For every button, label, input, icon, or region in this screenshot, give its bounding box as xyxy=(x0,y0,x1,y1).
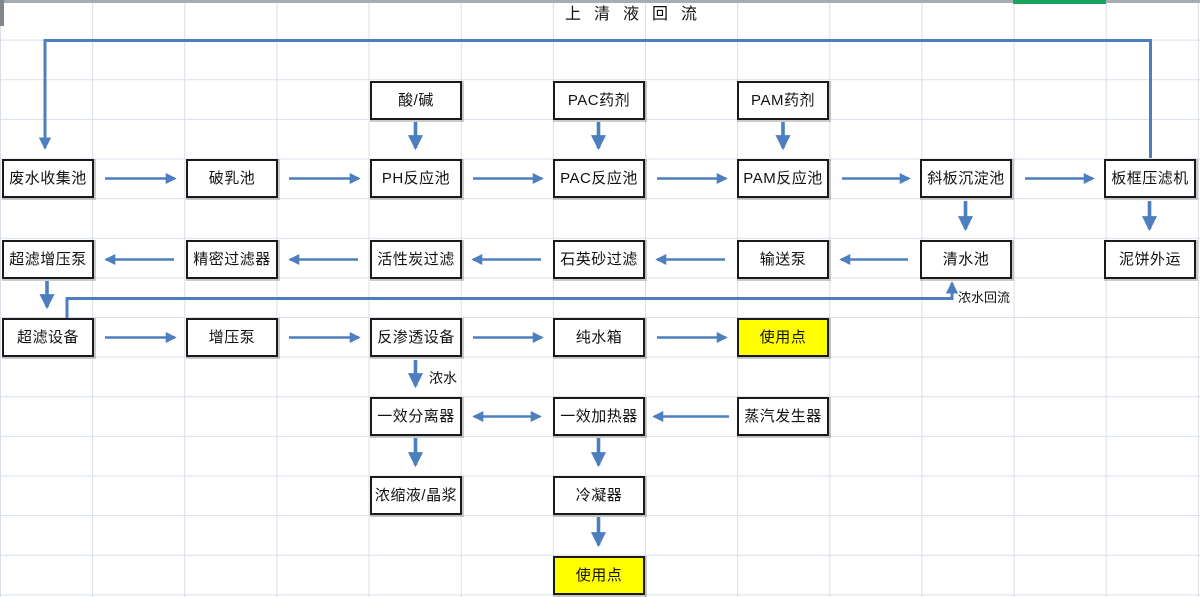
node-first-effect-separator[interactable]: 一效分离器 xyxy=(370,397,462,436)
edge-supernatant-reflux xyxy=(38,39,1152,158)
node-pam-reaction-tank[interactable]: PAM反应池 xyxy=(737,159,829,198)
node-sludge-cake-removal[interactable]: 泥饼外运 xyxy=(1104,240,1196,279)
node-quartz-sand-filter[interactable]: 石英砂过滤 xyxy=(553,240,645,279)
node-activated-carbon-filter[interactable]: 活性炭过滤 xyxy=(370,240,462,279)
node-precision-filter[interactable]: 精密过滤器 xyxy=(186,240,278,279)
node-ph-reaction-tank[interactable]: PH反应池 xyxy=(370,159,462,198)
node-pac-reaction-tank[interactable]: PAC反应池 xyxy=(553,159,645,198)
window-left-edge xyxy=(0,0,4,26)
edge-concentrate-reflux xyxy=(65,281,959,318)
supernatant-reflux-label: 上清液回流 xyxy=(565,6,711,23)
node-first-effect-heater[interactable]: 一效加热器 xyxy=(553,397,645,436)
node-pam-agent[interactable]: PAM药剂 xyxy=(737,81,829,120)
node-plate-frame-filter-press[interactable]: 板框压滤机 xyxy=(1104,159,1196,198)
node-use-point-2[interactable]: 使用点 xyxy=(553,556,645,595)
node-uf-equipment[interactable]: 超滤设备 xyxy=(2,318,94,357)
node-transfer-pump[interactable]: 输送泵 xyxy=(737,240,829,279)
node-pac-agent[interactable]: PAC药剂 xyxy=(553,81,645,120)
node-clear-water-tank[interactable]: 清水池 xyxy=(920,240,1012,279)
node-concentrate-crystal-slurry[interactable]: 浓缩液/晶浆 xyxy=(370,476,462,515)
node-steam-generator[interactable]: 蒸汽发生器 xyxy=(737,397,829,436)
node-booster-pump[interactable]: 增压泵 xyxy=(186,318,278,357)
node-use-point-1[interactable]: 使用点 xyxy=(737,318,829,357)
node-uf-booster-pump[interactable]: 超滤增压泵 xyxy=(2,240,94,279)
node-ro-equipment[interactable]: 反渗透设备 xyxy=(370,318,462,357)
window-top-edge xyxy=(0,0,1200,3)
concentrate-label: 浓水 xyxy=(429,370,457,386)
selected-column-indicator xyxy=(1013,0,1106,4)
node-acid-alkali[interactable]: 酸/碱 xyxy=(370,81,462,120)
node-pure-water-tank[interactable]: 纯水箱 xyxy=(553,318,645,357)
node-wastewater-collection-tank[interactable]: 废水收集池 xyxy=(2,159,94,198)
node-inclined-plate-settler[interactable]: 斜板沉淀池 xyxy=(920,159,1012,198)
concentrate-reflux-label: 浓水回流 xyxy=(958,290,1011,305)
node-demulsification-tank[interactable]: 破乳池 xyxy=(186,159,278,198)
node-condenser[interactable]: 冷凝器 xyxy=(553,476,645,515)
